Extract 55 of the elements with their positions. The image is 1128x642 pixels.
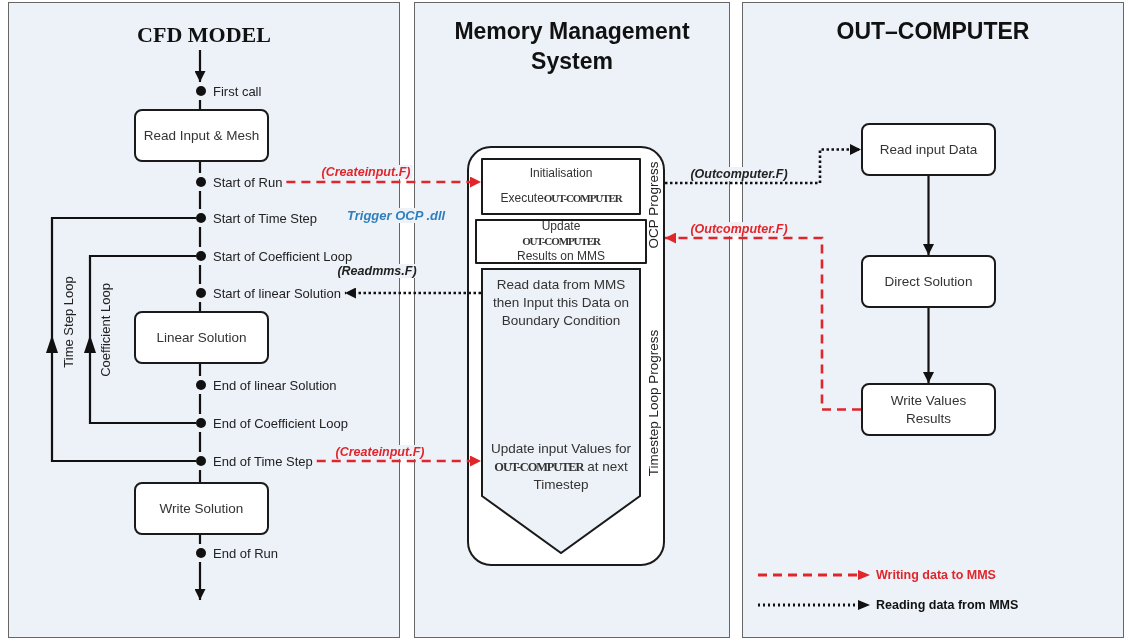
legend-label: Writing data to MMS xyxy=(876,568,996,582)
checkpoint-label: First call xyxy=(213,83,262,99)
checkpoint-label: Start of Run xyxy=(213,174,283,190)
connector-line xyxy=(198,162,202,173)
vertical-label: Timestep Loop Progress xyxy=(645,329,661,477)
process-box xyxy=(481,158,641,215)
checkpoint-label: Start of Time Step xyxy=(213,210,318,226)
arrow xyxy=(194,562,206,600)
arrow xyxy=(344,287,481,299)
panel-title: Memory Management System xyxy=(453,17,691,76)
checkpoint-label: End of linear Solution xyxy=(213,377,337,393)
process-box: Write Solution xyxy=(134,482,269,535)
process-box: Linear Solution xyxy=(134,311,269,364)
box-text: ExecuteOUT-COMPUTER xyxy=(500,190,622,207)
box-text: Initialisation xyxy=(529,166,593,183)
edge-label: (Createinput.F) xyxy=(319,165,413,179)
edge-label: (Outcomputer.F) xyxy=(688,222,790,236)
connector-line xyxy=(198,227,202,247)
checkpoint-label: End of Time Step xyxy=(213,453,313,469)
connector-line xyxy=(198,470,202,482)
rounded-container xyxy=(467,146,665,566)
arrow xyxy=(194,50,206,82)
checkpoint-label: Start of linear Solution xyxy=(213,285,341,301)
connector-line xyxy=(198,191,202,209)
connector-line xyxy=(198,535,202,544)
connector-line xyxy=(198,265,202,284)
arrow xyxy=(665,144,861,185)
panel-title: CFD MODEL xyxy=(136,21,272,49)
checkpoint-label: Start of Coefficient Loop xyxy=(213,248,353,264)
checkpoint-label: End of Coefficient Loop xyxy=(213,415,348,431)
panel-title: OUT–COMPUTER xyxy=(835,17,1031,46)
connector-line xyxy=(198,302,202,311)
checkpoint-label: End of Run xyxy=(213,545,279,561)
note-text: Trigger OCP .dll xyxy=(345,208,448,223)
arrow xyxy=(923,176,934,255)
edge-label: (Outcomputer.F) xyxy=(688,167,790,181)
box-text: Update input Values for OUT-COMPUTER at next Timestep xyxy=(489,440,633,495)
process-box: Read Input & Mesh xyxy=(134,109,269,162)
legend-label: Reading data from MMS xyxy=(876,598,1019,612)
process-box: Update OUT-COMPUTER Results on MMS xyxy=(475,219,647,264)
edge-label: (Createinput.F) xyxy=(333,445,427,459)
connector-line xyxy=(198,100,202,109)
arrow xyxy=(316,455,481,467)
edge-label: (Readmms.F) xyxy=(335,264,419,278)
connector-line xyxy=(198,432,202,452)
connector-line xyxy=(198,364,202,376)
process-box: Write Values Results xyxy=(861,383,996,436)
box-text: Read data from MMS then Input this Data on Boundary Condition xyxy=(492,276,630,331)
vertical-label: OCP Progress xyxy=(645,161,661,249)
arrow xyxy=(286,176,481,188)
process-box: Direct Solution xyxy=(861,255,996,308)
connector-line xyxy=(198,394,202,414)
arrow xyxy=(923,308,934,383)
arrow xyxy=(665,232,861,411)
process-box: Read input Data xyxy=(861,123,996,176)
